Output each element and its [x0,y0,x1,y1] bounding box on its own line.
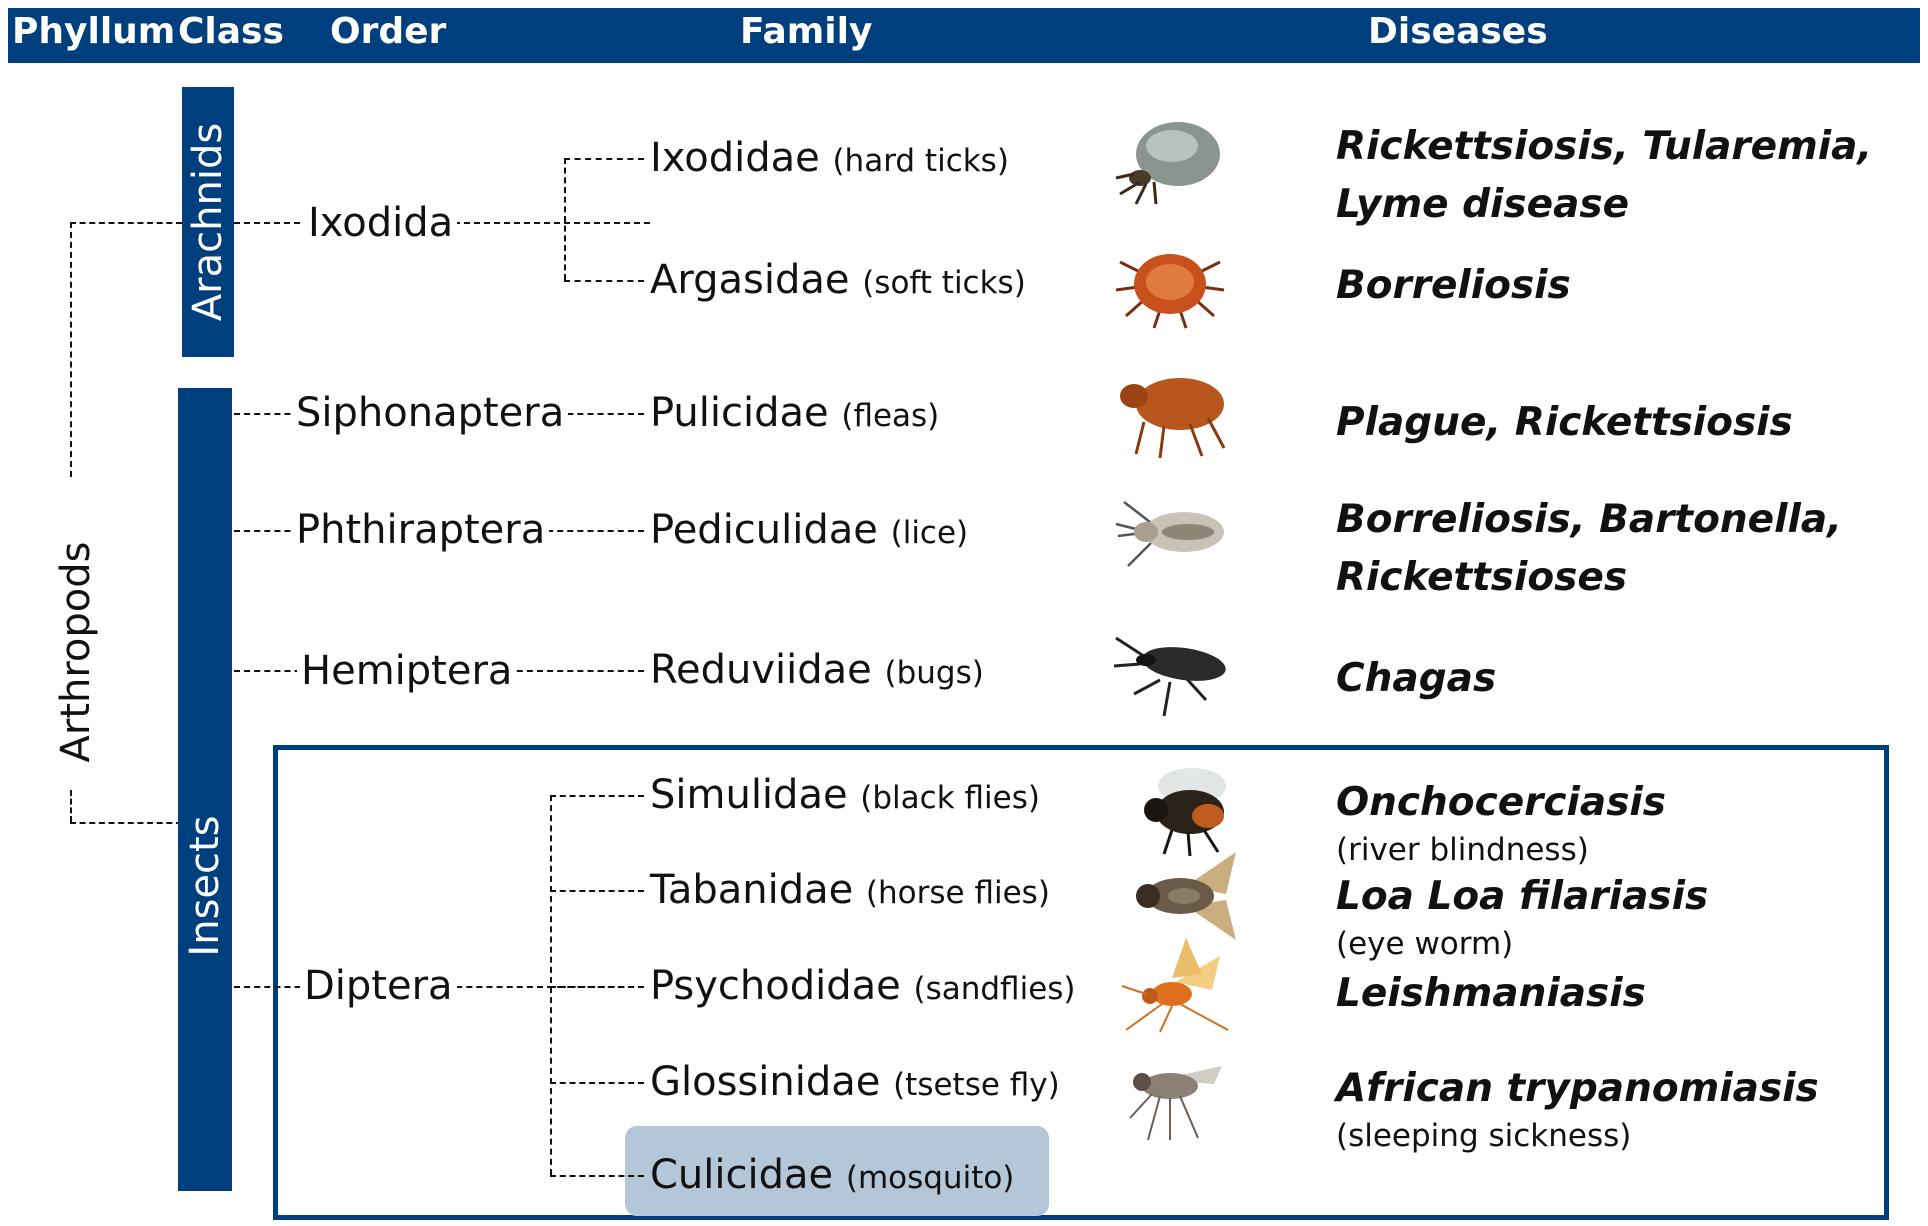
connector-psychodidae [550,986,644,988]
connector-glossinidae [550,1082,644,1084]
tsetse-fly-icon [1118,1044,1238,1144]
header-order: Order [330,12,446,52]
family-argasidae: Argasidae (soft ticks) [650,257,1026,306]
connector-phylum-arachnids [70,222,182,224]
header-diseases: Diseases [1368,12,1548,52]
class-insects-label: Insects [183,815,227,956]
family-culicidae: Culicidae (mosquito) [650,1152,1014,1201]
order-siphonaptera: Siphonaptera [292,390,568,436]
order-hemiptera: Hemiptera [297,648,516,694]
diseases-ixodidae: Rickettsiosis, Tularemia, Lyme disease [1336,118,1872,234]
order-phthiraptera: Phthiraptera [292,507,549,553]
flea-icon [1110,362,1230,462]
diseases-glossinidae: African trypanomiasis (sleeping sickness… [1336,1060,1819,1154]
diseases-psychodidae: Leishmaniasis [1336,965,1646,1023]
connector-simulidae [550,795,644,797]
family-tabanidae: Tabanidae (horse flies) [650,867,1050,916]
family-psychodidae: Psychodidae (sandflies) [650,963,1076,1012]
header-bar: Phyllum Class Order Family Diseases [8,8,1920,63]
class-arachnids-bar: Arachnids [182,87,234,357]
family-ixodidae: Ixodidae (hard ticks) [650,135,1009,184]
order-ixodida: Ixodida [304,200,457,246]
class-insects-bar: Insects [178,388,232,1191]
diseases-argasidae: Borreliosis [1336,257,1571,315]
header-class: Class [178,12,284,52]
diseases-reduviidae: Chagas [1336,650,1496,708]
diseases-tabanidae: Loa Loa filariasis (eye worm) [1336,868,1708,962]
header-phyllum: Phyllum [12,12,175,52]
class-arachnids-label: Arachnids [186,123,230,321]
black-fly-icon [1128,760,1248,860]
diseases-pulicidae: Plague, Rickettsiosis [1336,394,1793,452]
phylum-arthropods-label: Arthropods [54,536,98,769]
connector-ixodida-split [564,158,566,280]
hard-tick-icon [1110,112,1230,212]
soft-tick-icon [1110,232,1230,332]
phylum-connector-lower [70,790,72,822]
phylum-connector-upper [70,222,72,477]
kissing-bug-icon [1110,620,1230,720]
connector-ixodidae [564,158,644,160]
horse-fly-icon [1126,846,1246,946]
connector-diptera-split [550,795,552,1175]
louse-icon [1110,482,1230,582]
family-glossinidae: Glossinidae (tsetse fly) [650,1059,1060,1108]
header-family: Family [740,12,872,52]
sandfly-icon [1116,934,1236,1034]
family-pediculidae: Pediculidae (lice) [650,507,968,556]
order-diptera: Diptera [300,963,457,1009]
connector-culicidae [550,1175,644,1177]
connector-phylum-insects [70,822,182,824]
diseases-pediculidae: Borreliosis, Bartonella, Rickettsioses [1336,491,1842,607]
family-pulicidae: Pulicidae (fleas) [650,390,939,439]
connector-argasidae [564,280,644,282]
family-reduviidae: Reduviidae (bugs) [650,647,984,696]
diseases-simulidae: Onchocerciasis (river blindness) [1336,774,1666,868]
family-simulidae: Simulidae (black flies) [650,772,1040,821]
connector-tabanidae [550,890,644,892]
